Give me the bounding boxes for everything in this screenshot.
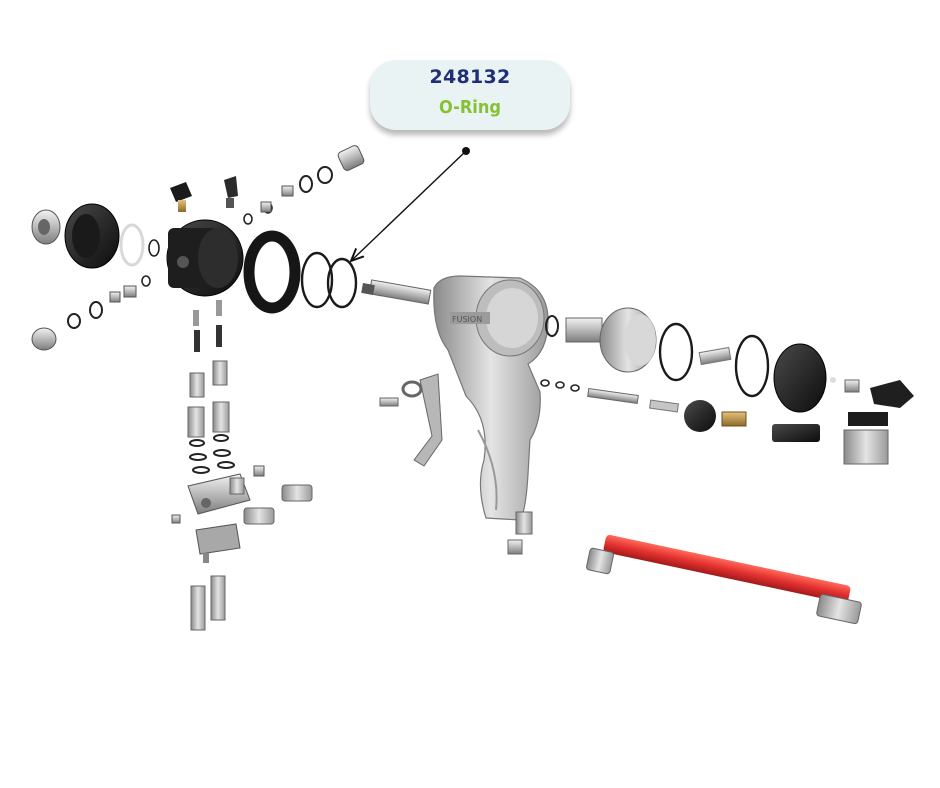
- retaining-ring: [243, 230, 301, 314]
- rear-assembly: [565, 307, 914, 465]
- part-name: O-Ring: [439, 97, 501, 118]
- pointer-line: [352, 150, 467, 260]
- lower-left-fittings: [31, 275, 151, 351]
- hose-fitting-right: [816, 593, 862, 625]
- gun-body-assembly: FUSION: [361, 275, 580, 555]
- mounting-bracket: [195, 523, 241, 555]
- o-ring: [148, 239, 160, 257]
- top-fittings: [170, 145, 365, 225]
- air-valve-knob: [870, 380, 914, 408]
- o-ring-large: [300, 251, 334, 309]
- fluid-hose: [586, 534, 862, 625]
- valve-stack: [171, 300, 313, 631]
- ball-valve: [843, 429, 889, 465]
- air-cap-assembly: [31, 203, 358, 314]
- hose-fitting-left: [586, 547, 614, 575]
- o-ring-white: [119, 223, 145, 267]
- trigger: [413, 373, 443, 467]
- cartridge-right: [212, 360, 228, 386]
- check-valve-cap: [31, 327, 57, 351]
- piston-rod: [368, 279, 432, 305]
- part-callout: 248132 O-Ring: [370, 60, 570, 130]
- air-valve-housing: [565, 317, 603, 343]
- gun-body-label: FUSION: [452, 315, 482, 324]
- bottom-fitting-right: [210, 575, 226, 621]
- callout-pointer: [352, 147, 470, 260]
- fitting-tee: [281, 484, 313, 502]
- o-ring-rear: [658, 322, 694, 382]
- o-ring-rear-large: [734, 334, 770, 398]
- cartridge-left: [189, 372, 205, 398]
- bottom-fitting-left: [190, 585, 206, 631]
- screen-nut: [337, 145, 365, 171]
- o-ring-248132: [326, 257, 358, 309]
- rear-cap: [773, 343, 827, 413]
- part-number: 248132: [429, 66, 511, 88]
